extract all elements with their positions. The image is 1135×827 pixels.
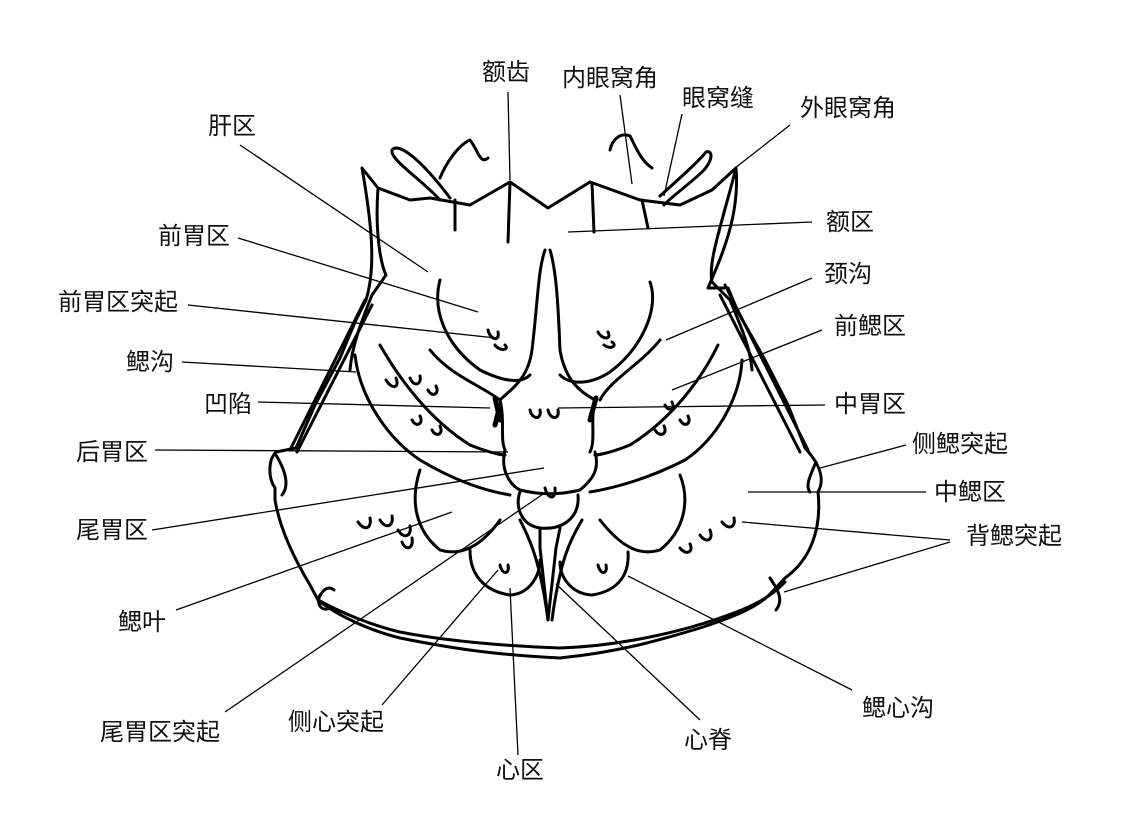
leader-e-chi — [508, 92, 510, 180]
label-sai-gou: 鳃沟 — [126, 348, 174, 376]
label-zhong-sai-qu: 中鳃区 — [934, 478, 1006, 506]
label-e-qu: 额区 — [826, 208, 874, 236]
label-xin-qu: 心区 — [496, 756, 544, 784]
label-bei-sai-tu-qi: 背鳃突起 — [966, 522, 1062, 550]
leader-bei-sai-tu-qi-1 — [742, 522, 950, 540]
label-e-chi: 额齿 — [482, 58, 530, 86]
leader-qian-wei-qu-tu-qi — [188, 305, 496, 338]
label-ce-sai-tu-qi: 侧鳃突起 — [912, 430, 1008, 458]
leader-ce-sai-tu-qi — [820, 445, 906, 468]
label-sai-xin-gou: 鳃心沟 — [862, 694, 934, 722]
leader-xin-qu — [510, 588, 518, 755]
label-hou-wei-qu: 后胃区 — [76, 438, 148, 466]
label-zhong-wei-qu: 中胃区 — [834, 390, 906, 418]
leader-wai-yan-wo-jiao — [730, 125, 790, 172]
label-yan-wo-feng: 眼窝缝 — [682, 84, 754, 112]
leader-hou-wei-qu — [155, 450, 508, 452]
label-wei-wei-qu-tu-qi: 尾胃区突起 — [100, 718, 220, 746]
label-nei-yan-wo-jiao: 内眼窝角 — [562, 64, 658, 92]
label-qian-wei-qu: 前胃区 — [158, 222, 230, 250]
label-sai-ye: 鳃叶 — [118, 608, 166, 636]
leader-e-qu — [568, 222, 812, 232]
label-gan-qu: 肝区 — [208, 112, 256, 140]
leader-wei-wei-qu — [152, 468, 544, 530]
label-xin-ji: 心脊 — [684, 726, 732, 754]
label-qian-wei-qu-tu-qi: 前胃区突起 — [58, 288, 178, 316]
leader-ao-xian — [258, 402, 490, 408]
label-wai-yan-wo-jiao: 外眼窝角 — [800, 94, 896, 122]
label-qian-sai-qu: 前鳃区 — [834, 312, 906, 340]
leader-qian-wei-qu — [238, 238, 478, 312]
leader-qian-sai-qu — [672, 330, 822, 390]
leader-xin-ji — [556, 584, 700, 720]
label-jing-gou: 颈沟 — [824, 260, 872, 288]
label-ce-xin-tu-qi: 侧心突起 — [288, 708, 384, 736]
label-ao-xian: 凹陷 — [204, 390, 252, 418]
label-wei-wei-qu: 尾胃区 — [76, 516, 148, 544]
